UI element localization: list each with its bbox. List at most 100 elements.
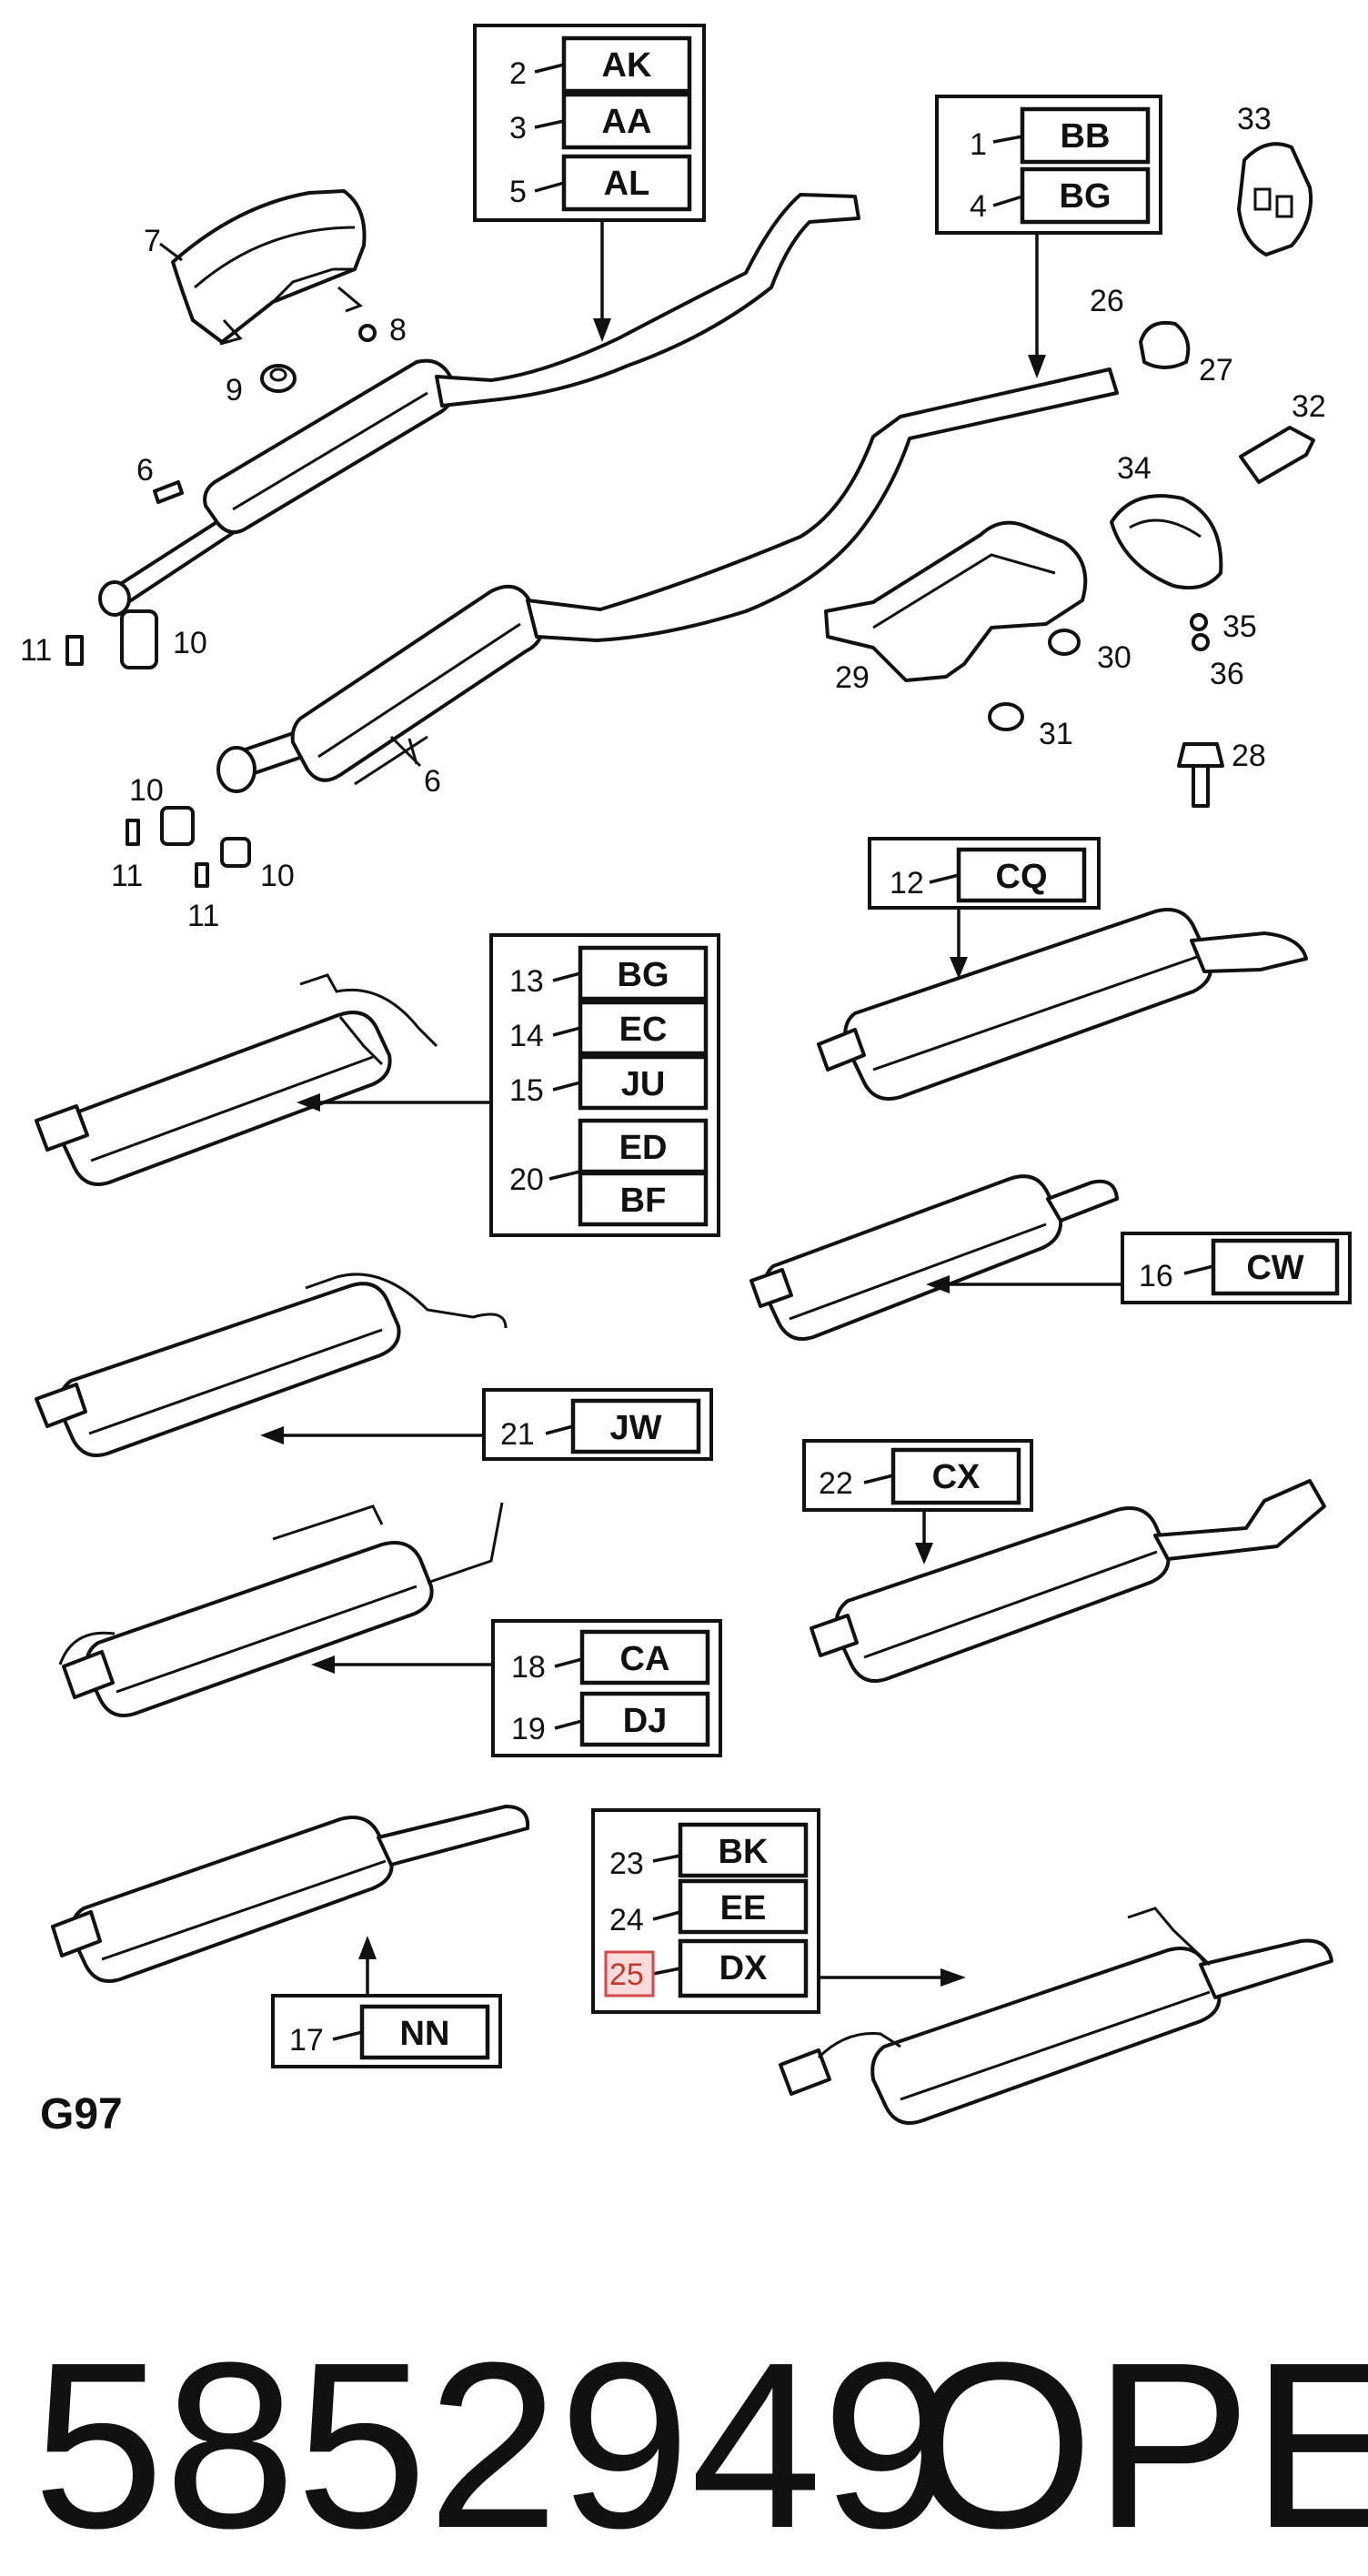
middle-silencer-assembly (216, 367, 1119, 793)
code-ec: EC (619, 1011, 668, 1049)
highlight-item-25 (604, 1950, 655, 1997)
code-jw: JW (610, 1409, 662, 1447)
code-aa: AA (602, 103, 652, 141)
label-box-group-23-25: 23 24 25 BK EE DX (591, 1808, 966, 2014)
nut-30 (1048, 629, 1081, 656)
item-number-18: 18 (511, 1650, 546, 1685)
brand-name: OPEL (910, 2314, 1368, 2576)
nut-31 (988, 702, 1024, 731)
code-bk: BK (719, 1833, 769, 1871)
nut-35 (1190, 613, 1208, 631)
callout-32: 32 (1292, 389, 1326, 424)
callout-10c: 10 (260, 859, 295, 893)
callout-36: 36 (1210, 657, 1244, 691)
bolt-6 (153, 480, 184, 504)
item-number-12: 12 (890, 866, 924, 901)
clamp-10 (120, 609, 158, 669)
callout-9: 9 (226, 373, 243, 408)
item-number-20: 20 (509, 1162, 544, 1197)
clip-11b (126, 819, 140, 846)
hanger-32 (1239, 426, 1315, 484)
diagram-reference: G97 (40, 2090, 123, 2138)
callout-27: 27 (1199, 353, 1233, 387)
code-ak: AK (602, 46, 652, 85)
item-number-2: 2 (509, 56, 527, 91)
rear-silencer-variant-12 (817, 908, 1308, 1101)
label-box-group-ak-aa-al: 2 3 5 AK AA AL (473, 24, 706, 342)
code-ee: EE (720, 1889, 767, 1927)
item-number-15: 15 (509, 1073, 544, 1108)
item-number-3: 3 (509, 111, 527, 146)
item-number-23: 23 (609, 1846, 644, 1881)
rear-silencer-variant-21 (35, 1273, 508, 1457)
code-ca: CA (620, 1640, 670, 1678)
item-number-4: 4 (970, 189, 987, 224)
code-al: AL (604, 165, 650, 203)
item-number-21: 21 (500, 1417, 535, 1452)
callout-31: 31 (1039, 717, 1073, 751)
code-nn: NN (400, 2015, 450, 2053)
bolt-28 (1177, 742, 1224, 808)
clamp-26 (1139, 321, 1191, 369)
nut-8 (358, 324, 377, 342)
code-cw: CW (1246, 1249, 1303, 1287)
item-number-25: 25 (609, 1957, 644, 1992)
code-ed: ED (619, 1129, 668, 1167)
code-dx: DX (719, 1949, 768, 1987)
label-box-group-22: 22 CX (802, 1439, 1033, 1565)
rear-silencer-variant-18 (58, 1502, 504, 1717)
label-box-group-17: 17 NN (271, 1936, 502, 2068)
front-pipe-assembly (98, 193, 860, 617)
label-box-group-18-19: 18 19 CA DJ (311, 1619, 722, 1757)
item-number-14: 14 (509, 1019, 544, 1053)
callout-28: 28 (1232, 739, 1266, 773)
callout-6: 6 (136, 453, 154, 488)
item-number-24: 24 (609, 1903, 644, 1937)
callout-33: 33 (1237, 102, 1272, 136)
item-number-22: 22 (819, 1466, 853, 1501)
rear-silencer-variant-25 (779, 1907, 1333, 2125)
rear-silencer-variant-22 (810, 1479, 1326, 1683)
code-cq: CQ (996, 858, 1048, 896)
code-bg: BG (1060, 177, 1112, 216)
code-bf: BF (620, 1182, 667, 1220)
code-bg-13: BG (618, 956, 669, 994)
callout-26: 26 (1090, 284, 1124, 318)
item-number-13: 13 (509, 964, 544, 999)
label-box-group-21: 21 JW (260, 1388, 713, 1461)
clamp-34 (1110, 494, 1223, 590)
label-box-group-bb-bg: 1 4 BB BG (935, 95, 1162, 378)
washer-9 (260, 364, 297, 393)
code-cx: CX (932, 1458, 981, 1496)
washer-36 (1192, 633, 1210, 651)
callout-6b: 6 (424, 764, 441, 799)
item-number-19: 19 (511, 1712, 546, 1746)
label-box-group-16: 16 CW (926, 1232, 1352, 1304)
callout-35: 35 (1222, 609, 1257, 644)
callout-11: 11 (20, 633, 52, 668)
part-number: 5852949 (33, 2314, 953, 2576)
heat-shield-29 (824, 520, 1088, 682)
clamp-10c (220, 837, 251, 868)
callout-10: 10 (173, 626, 207, 660)
code-ju: JU (621, 1065, 666, 1103)
callout-30: 30 (1097, 640, 1132, 675)
item-number-5: 5 (509, 175, 527, 209)
callout-10b: 10 (129, 773, 164, 808)
rear-silencer-variant-13 (35, 973, 438, 1186)
rubber-mount-33 (1237, 142, 1313, 257)
label-box-group-13-20: 13 14 15 20 BG EC JU ED BF (297, 933, 720, 1237)
clamp-10b (160, 806, 195, 846)
clip-11 (65, 635, 84, 666)
rear-silencer-variant-17 (51, 1805, 530, 1983)
callout-11b: 11 (111, 859, 143, 893)
code-dj: DJ (623, 1702, 668, 1740)
callout-29: 29 (835, 660, 870, 695)
clip-11c (195, 862, 209, 888)
callout-7: 7 (144, 224, 161, 258)
callout-8: 8 (389, 313, 407, 347)
rear-silencer-variant-16 (749, 1174, 1119, 1341)
heat-shield-7 (171, 189, 367, 346)
callout-34: 34 (1117, 451, 1152, 486)
